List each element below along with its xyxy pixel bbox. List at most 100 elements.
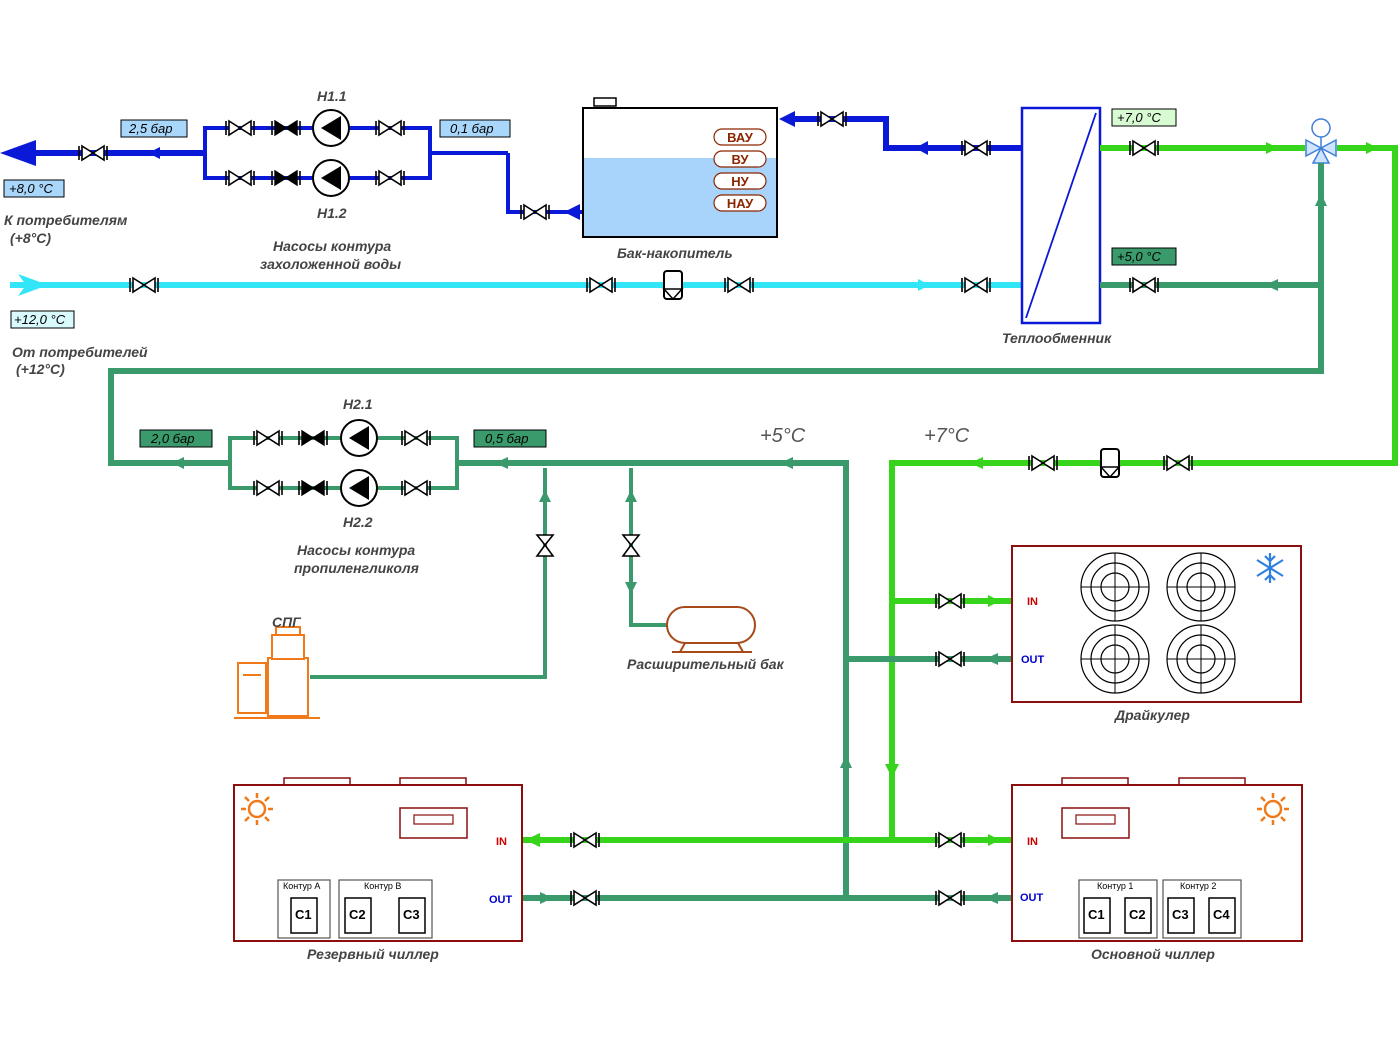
fan-icon (1166, 552, 1236, 622)
glycol-pumps-caption: Насосы контура (297, 542, 415, 558)
pressure-badge (139, 429, 213, 448)
pump-h11-icon[interactable] (312, 109, 350, 147)
circuit-b-label: Контур В (364, 881, 401, 891)
check-valve-h11 (271, 120, 301, 136)
temp-outlet-text: +8,0 °C (9, 181, 53, 196)
valve-drycooler-out[interactable] (935, 651, 965, 667)
valve-return-1[interactable] (586, 277, 616, 293)
strainer-return (663, 270, 683, 300)
valve-h21-in[interactable] (253, 430, 283, 446)
pump-h22-label: Н2.2 (343, 514, 373, 530)
valve-main-chiller-out[interactable] (935, 890, 965, 906)
level-nu: НУ (731, 174, 749, 189)
pump-h12-label: Н1.2 (317, 205, 347, 221)
from-consumers-label: От потребителей (12, 344, 148, 360)
glycol-pressure-in-text: 0,5 бар (485, 431, 528, 446)
valve-hx-glycol-in[interactable] (1129, 277, 1159, 293)
valve-h22-in[interactable] (253, 480, 283, 496)
pressure-out-text: 2,5 бар (128, 121, 172, 136)
circuit-a-label: Контур А (283, 881, 320, 891)
compressor-label: С3 (403, 907, 420, 922)
return-inlet-arrow-icon (18, 274, 48, 296)
drycooler-caption: Драйкулер (1114, 707, 1190, 723)
compressor-label: С1 (1088, 907, 1105, 922)
temp-badge (1111, 108, 1177, 127)
valve-main-chiller-in[interactable] (935, 832, 965, 848)
valve-outlet[interactable] (78, 145, 108, 161)
reserve-chiller-in-label: IN (496, 836, 507, 848)
pump-h12-icon[interactable] (312, 159, 350, 197)
valve-hx-chilled-out[interactable] (961, 140, 991, 156)
valve-h11-in[interactable] (225, 120, 255, 136)
to-consumers-temp-label: (+8°C) (10, 230, 51, 246)
main-chiller-out-label: OUT (1020, 892, 1044, 904)
temp-badge (3, 179, 65, 198)
strainer-glycol (1100, 448, 1120, 478)
to-consumers-label: К потребителям (4, 212, 128, 228)
reserve-chiller-caption: Резервный чиллер (307, 946, 439, 962)
compressor-label: С1 (295, 907, 312, 922)
level-vu: ВУ (732, 152, 750, 167)
pumps-caption: Насосы контура (273, 238, 391, 254)
glycol-pumps-caption: пропиленгликоля (294, 560, 419, 576)
main-chiller (1011, 777, 1303, 942)
valve-reserve-chiller-out[interactable] (570, 890, 600, 906)
fan-icon (1080, 624, 1150, 694)
glycol-loop (108, 118, 1398, 906)
pump-h21-icon[interactable] (340, 419, 378, 457)
sun-icon (239, 791, 275, 827)
three-way-valve-icon[interactable] (1305, 118, 1337, 164)
valve-expansion-tank[interactable] (621, 534, 641, 557)
pump-h21-label: Н2.1 (343, 396, 373, 412)
circuit-1-label: Контур 1 (1097, 881, 1133, 891)
fan-icon (1166, 624, 1236, 694)
valve-h11-out[interactable] (375, 120, 405, 136)
main-chiller-in-label: IN (1027, 836, 1038, 848)
valve-return-2[interactable] (724, 277, 754, 293)
level-nau: НАУ (727, 196, 754, 211)
valve-h22-out[interactable] (401, 480, 431, 496)
main-chiller-caption: Основной чиллер (1091, 946, 1215, 962)
valve-drycooler-supply-2[interactable] (1163, 455, 1193, 471)
level-vau: ВАУ (727, 130, 754, 145)
fan-icon (1080, 552, 1150, 622)
valve-spg[interactable] (535, 534, 555, 557)
valve-h12-out[interactable] (375, 170, 405, 186)
valve-drycooler-in[interactable] (935, 593, 965, 609)
valve-drycooler-supply-1[interactable] (1028, 455, 1058, 471)
spg-unit-icon (234, 626, 320, 719)
tank-caption: Бак-накопитель (617, 245, 733, 261)
pressure-in-text: 0,1 бар (450, 121, 493, 136)
expansion-tank-caption: Расширительный бак (627, 656, 785, 672)
pump-h11-label: Н1.1 (317, 88, 347, 104)
pump-h22-icon[interactable] (340, 469, 378, 507)
glycol-return-temp: +5°C (760, 425, 806, 447)
valve-return-in[interactable] (129, 277, 159, 293)
reserve-chiller-out-label: OUT (489, 894, 513, 906)
valve-reserve-chiller-in[interactable] (570, 832, 600, 848)
valve-h12-in[interactable] (225, 170, 255, 186)
glycol-supply-temp: +7°C (924, 425, 970, 447)
temp-badge (10, 310, 75, 329)
check-valve-h22 (298, 480, 328, 496)
check-valve-h21 (298, 430, 328, 446)
check-valve-h12 (271, 170, 301, 186)
valve-tank-in[interactable] (817, 111, 847, 127)
valve-hx-return-in[interactable] (961, 277, 991, 293)
heat-exchanger-caption: Теплообменник (1002, 330, 1112, 346)
sun-icon (1255, 791, 1291, 827)
pressure-badge (120, 119, 188, 138)
tank-hatch (593, 97, 617, 107)
valve-h21-out[interactable] (401, 430, 431, 446)
hx-temp-cold-text: +5,0 °C (1117, 249, 1161, 264)
reserve-chiller (233, 777, 523, 942)
glycol-pressure-out-text: 2,0 бар (150, 431, 194, 446)
valve-tank-out[interactable] (520, 204, 550, 220)
pressure-badge (439, 119, 511, 138)
spg-label: СПГ (272, 614, 302, 630)
valve-hx-glycol-out[interactable] (1129, 140, 1159, 156)
pumps-caption: захоложенной воды (260, 256, 401, 272)
return-temp-text: +12,0 °C (14, 312, 66, 327)
compressor-label: С2 (349, 907, 366, 922)
